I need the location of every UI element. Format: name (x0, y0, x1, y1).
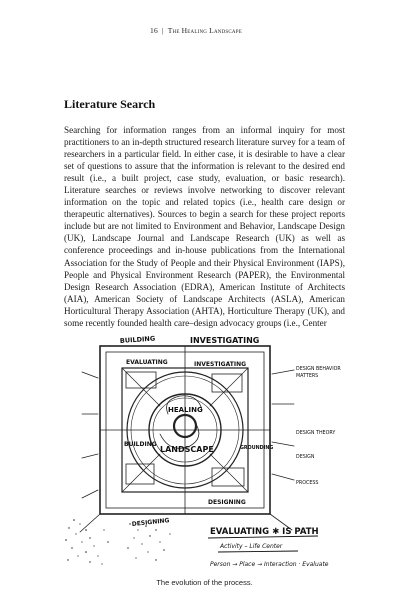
figure-caption: The evolution of the process. (156, 578, 253, 587)
section-paragraph: Searching for information ranges from an… (64, 125, 345, 328)
section-heading: Literature Search (64, 97, 156, 111)
underline-evaluating (207, 535, 319, 539)
label-landscape: LANDSCAPE (160, 445, 214, 454)
label-evaluating-is-path: EVALUATING ✱ IS PATH (210, 527, 319, 537)
process-sketch-figure: INVESTIGATING BUILDING EVALUATING INVEST… (60, 334, 350, 572)
page-number: 16 (150, 26, 158, 35)
label-matters: MATTERS (296, 373, 318, 379)
label-investigating-inner: INVESTIGATING (194, 361, 246, 368)
label-building-top: BUILDING (120, 335, 156, 345)
label-building-left: BUILDING (124, 441, 157, 448)
underline-activity (217, 550, 299, 553)
stipple-center (127, 523, 171, 561)
label-evaluating: EVALUATING (126, 359, 168, 366)
label-designing-left: DESIGNING (131, 517, 169, 528)
label-designing-bottom: DESIGNING (208, 499, 246, 506)
header-separator: | (161, 26, 164, 35)
label-activity-life-center: Activity – Life Center (219, 543, 283, 550)
running-header: 16 | The Healing Landscape (150, 26, 242, 35)
label-investigating-top: INVESTIGATING (190, 336, 259, 345)
label-grounding: GROUNDING (240, 445, 273, 451)
label-process: PROCESS (296, 480, 318, 486)
stipple-left (65, 519, 109, 565)
label-design: DESIGN (296, 454, 315, 460)
book-title: The Healing Landscape (167, 26, 242, 35)
label-person-place-flow: Person → Place → Interaction · Evaluate (210, 561, 329, 568)
label-design-behavior: DESIGN BEHAVIOR (296, 366, 341, 372)
process-sketch: INVESTIGATING BUILDING EVALUATING INVEST… (65, 335, 341, 568)
label-design-theory: DESIGN THEORY (296, 430, 335, 436)
label-healing: HEALING (168, 406, 203, 414)
